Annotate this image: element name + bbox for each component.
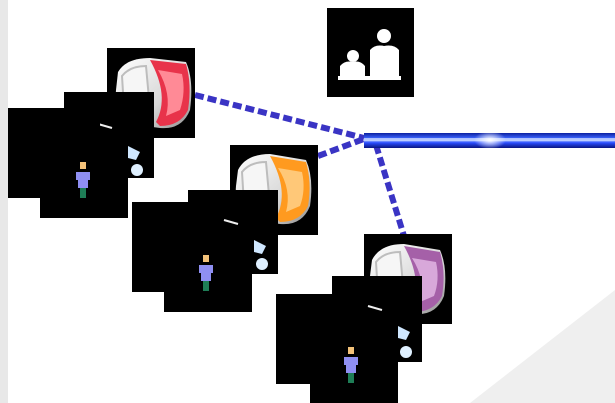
dashed-link-purple bbox=[373, 144, 407, 237]
person-sprite-icon bbox=[344, 347, 358, 383]
person-sprite-icon bbox=[199, 255, 213, 291]
node-group-orange bbox=[132, 145, 318, 312]
network-bar-icon bbox=[364, 131, 615, 149]
person-sprite-icon bbox=[76, 162, 90, 198]
user-group-icon[interactable] bbox=[327, 8, 414, 97]
dashed-link-orange bbox=[316, 136, 366, 159]
dashed-link-red bbox=[194, 92, 365, 141]
node-group-purple bbox=[276, 234, 452, 403]
network-links bbox=[194, 92, 407, 237]
corner-shade bbox=[470, 290, 615, 403]
node-group-red bbox=[8, 48, 195, 218]
page-edge bbox=[0, 0, 8, 403]
computer-icon[interactable] bbox=[107, 48, 195, 138]
